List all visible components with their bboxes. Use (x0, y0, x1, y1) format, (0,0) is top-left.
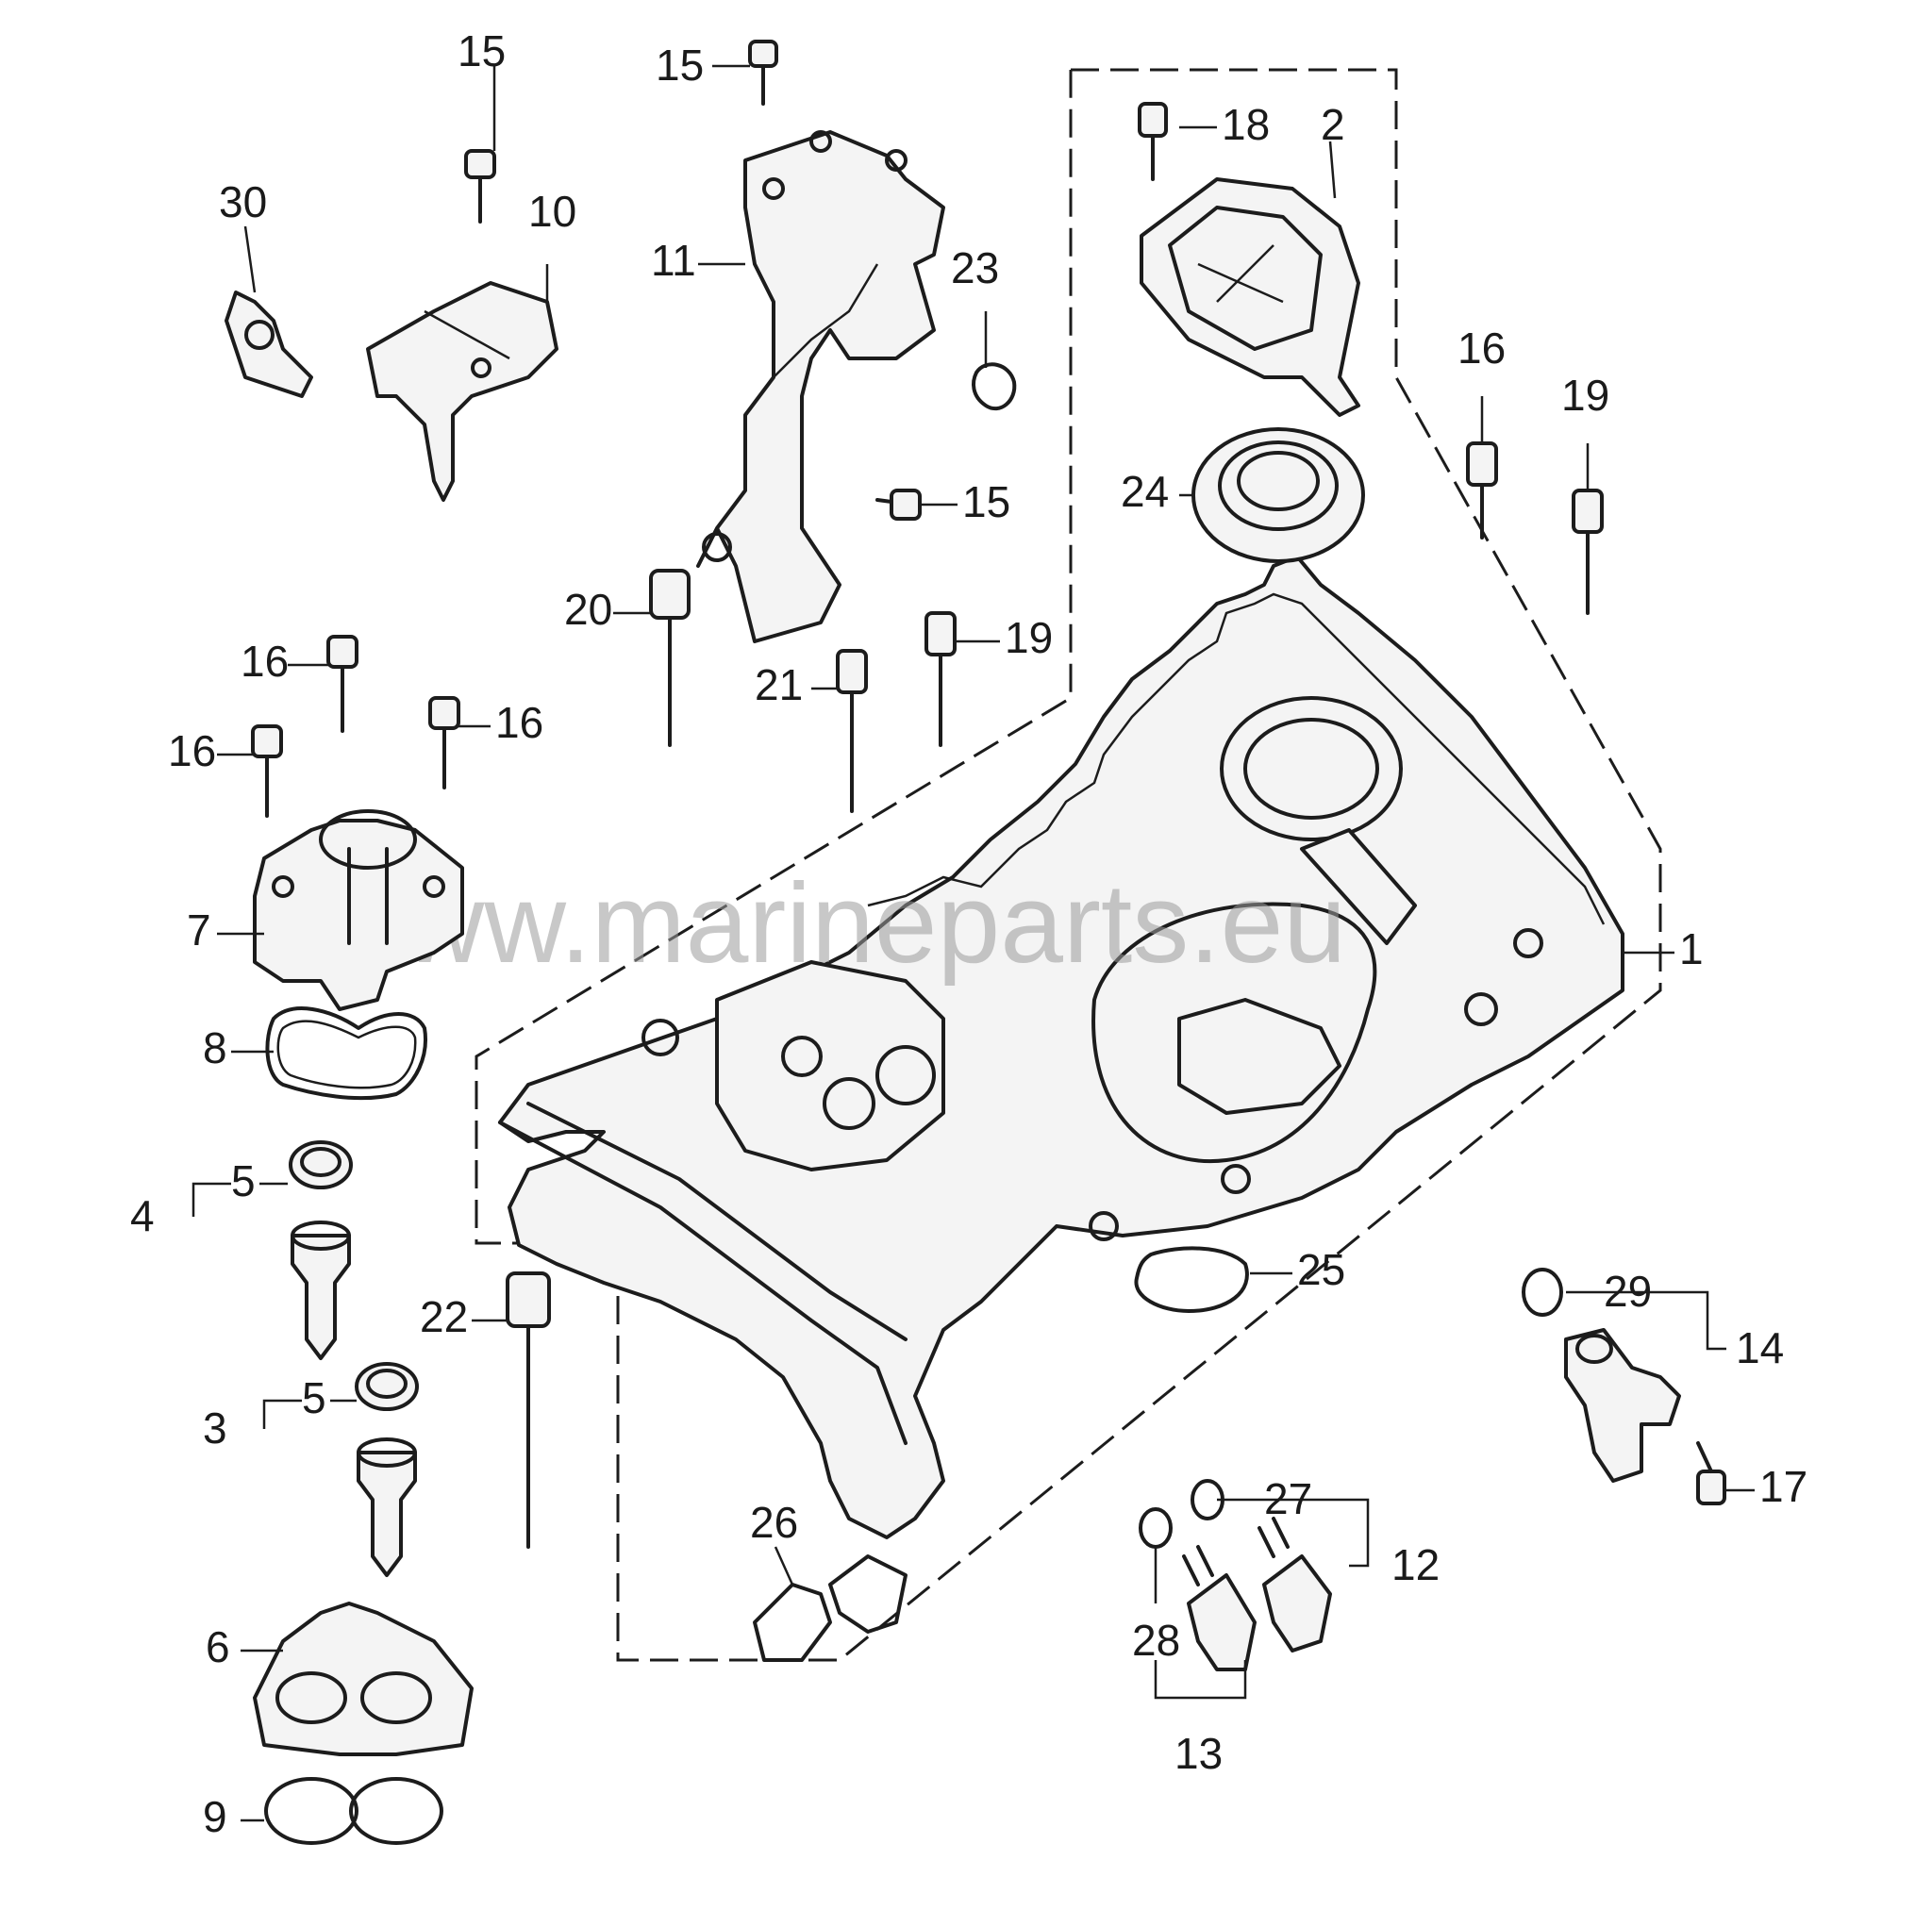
callout-30: 30 (219, 177, 267, 226)
callout-23: 23 (951, 243, 999, 292)
callout-19-center: 19 (1005, 613, 1053, 662)
bolt-22 (506, 1271, 551, 1549)
callout-16-a: 16 (241, 637, 289, 686)
part-thermostat-cover (253, 809, 464, 1011)
callout-29: 29 (1604, 1267, 1652, 1316)
part-clip (225, 291, 313, 398)
callout-28: 28 (1132, 1616, 1180, 1665)
callout-7: 7 (187, 905, 211, 955)
watermark-text: www.marineparts.eu (320, 860, 1346, 987)
callout-25: 25 (1297, 1245, 1345, 1294)
part-hose-clamp (972, 362, 1017, 411)
bolt-18 (1138, 102, 1168, 181)
callout-5-upper: 5 (231, 1156, 256, 1205)
callout-16-b: 16 (495, 698, 543, 747)
leader-lines (192, 64, 1755, 1822)
callout-10: 10 (528, 187, 576, 236)
bolt-21 (836, 649, 868, 813)
bolt-15-mid (875, 489, 922, 521)
assembly-outline (475, 68, 1662, 1662)
callout-16-right: 16 (1457, 324, 1506, 373)
callout-20: 20 (564, 585, 612, 634)
callout-17: 17 (1759, 1462, 1807, 1511)
callout-15-left: 15 (458, 26, 506, 75)
callout-8: 8 (203, 1023, 227, 1072)
part-gasket-7 (265, 1006, 427, 1101)
bolt-20 (649, 569, 691, 747)
callout-5-lower: 5 (302, 1373, 326, 1422)
main-crankcase-body (498, 555, 1624, 1539)
callout-15-mid: 15 (962, 477, 1010, 526)
callout-labels: 1 2 3 4 5 5 6 7 8 9 10 11 12 13 14 15 15… (130, 26, 1807, 1841)
part-twin-flange (253, 1602, 474, 1756)
callout-4: 4 (130, 1191, 155, 1240)
callout-12: 12 (1391, 1540, 1440, 1589)
part-valve-assembly-lower (355, 1362, 419, 1577)
watermark: www.marineparts.eu (320, 860, 1346, 987)
part-oil-seal (1191, 427, 1365, 563)
callout-27: 27 (1264, 1474, 1312, 1523)
callout-26: 26 (750, 1498, 798, 1547)
bolts (251, 40, 1726, 1549)
callout-14: 14 (1736, 1323, 1784, 1372)
callout-11: 11 (651, 236, 696, 285)
bolt-19-right (1572, 489, 1604, 615)
bolt-16-a (326, 635, 358, 733)
callout-6: 6 (206, 1622, 230, 1671)
callout-19-right: 19 (1561, 371, 1609, 420)
part-sensors (1182, 1517, 1332, 1671)
part-gasket-26 (753, 1554, 908, 1662)
part-gasket-25 (1134, 1246, 1249, 1313)
part-position-sensor (1564, 1328, 1681, 1483)
callout-9: 9 (203, 1792, 227, 1841)
bolt-19-center (924, 611, 957, 747)
callout-24: 24 (1121, 467, 1169, 516)
bolt-17 (1696, 1441, 1726, 1505)
callout-2: 2 (1321, 100, 1345, 149)
bolt-16-b (428, 696, 460, 789)
callout-15-top: 15 (656, 41, 704, 90)
callout-22: 22 (420, 1292, 468, 1341)
callout-21: 21 (755, 660, 803, 709)
callout-16-c: 16 (168, 726, 216, 775)
callout-13: 13 (1174, 1729, 1223, 1778)
part-twin-gasket (264, 1777, 443, 1845)
callout-1: 1 (1679, 924, 1704, 973)
part-cover-plate (1140, 177, 1360, 417)
bolt-15-top-center (748, 40, 778, 106)
callout-18: 18 (1222, 100, 1270, 149)
part-bracket-large (696, 130, 945, 643)
callout-3: 3 (203, 1403, 227, 1453)
bolt-16-right (1466, 441, 1498, 540)
part-bracket-small (366, 281, 558, 502)
bolt-15-top-left (464, 149, 496, 224)
part-valve-assembly-upper (289, 1140, 353, 1360)
bolt-16-c (251, 724, 283, 818)
